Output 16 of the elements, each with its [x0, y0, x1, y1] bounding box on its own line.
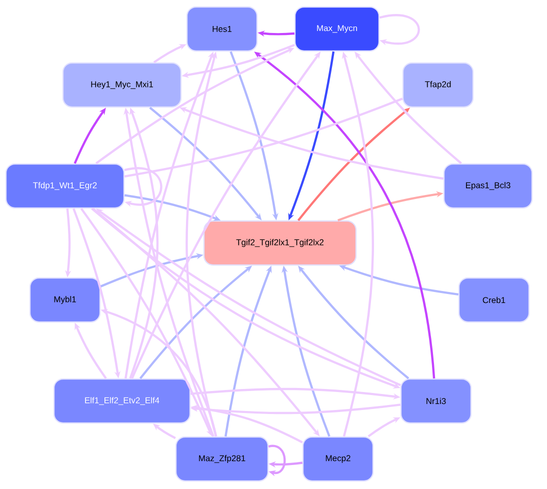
gene-node: Tgif2_Tgif2lx1_Tgif2lx2	[203, 220, 357, 266]
gene-node: Tfdp1_Wt1_Egr2	[5, 163, 125, 209]
gene-node: Hes1	[186, 6, 258, 52]
arrow	[379, 14, 420, 46]
arrow	[268, 444, 286, 476]
gene-node: Elf1_Elf2_Etv2_Elf4	[53, 378, 191, 424]
gene-node: Max_Mycn	[294, 6, 380, 52]
gene-node: Mecp2	[302, 436, 374, 482]
gene-node: Creb1	[458, 277, 530, 323]
gene-node: Nr1i3	[400, 378, 472, 424]
gene-node: Maz_Zfp281	[175, 436, 269, 482]
gene-node: Tfap2d	[402, 62, 474, 108]
gene-node: Epas1_Bcl3	[443, 163, 533, 209]
arrow	[124, 167, 162, 207]
gene-node: Hey1_Myc_Mxi1	[62, 62, 182, 108]
gene-node: Mybl1	[29, 277, 101, 323]
